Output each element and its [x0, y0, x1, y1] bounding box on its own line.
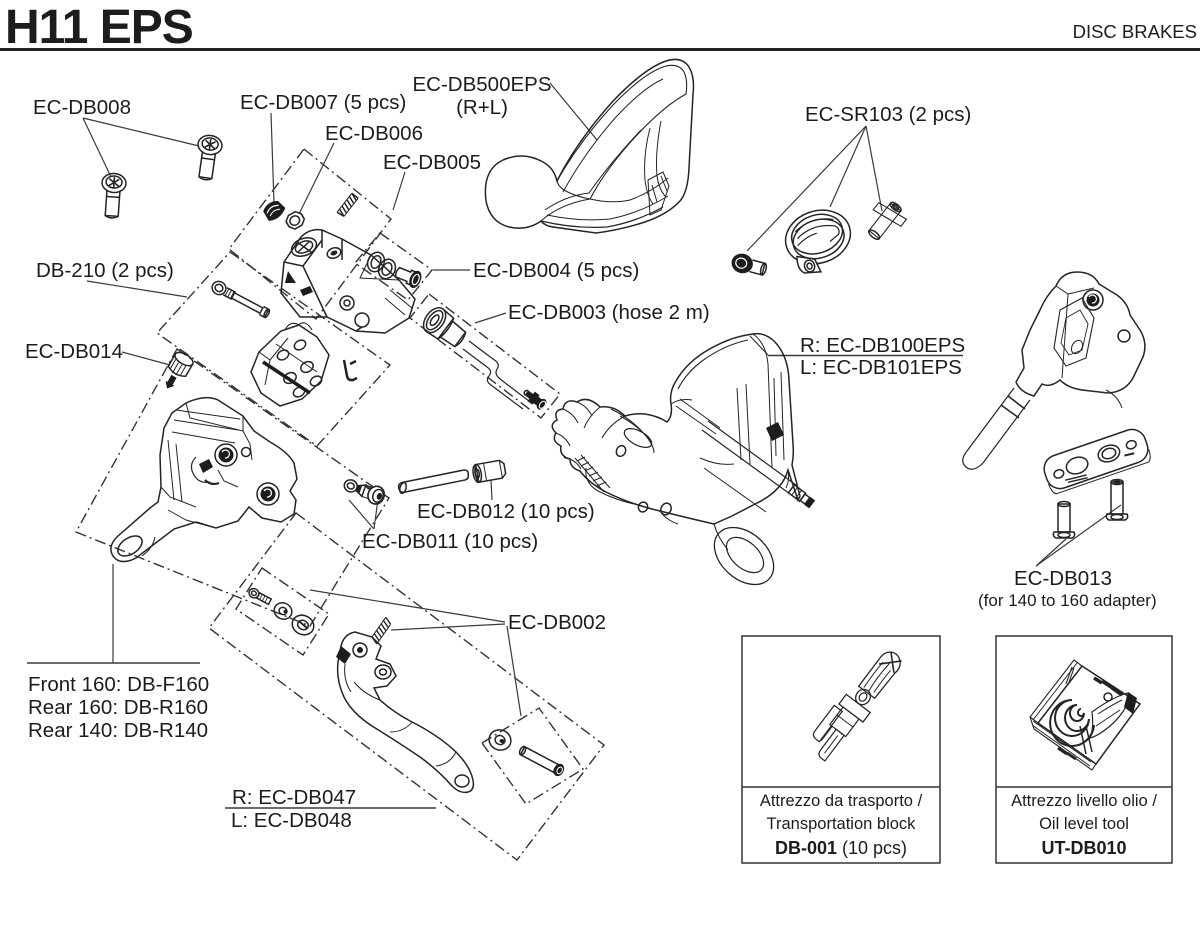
svg-text:Transportation block: Transportation block	[767, 815, 917, 833]
svg-text:Rear 160: DB-R160: Rear 160: DB-R160	[28, 696, 208, 719]
svg-text:(for 140 to 160 adapter): (for 140 to 160 adapter)	[978, 591, 1157, 610]
svg-text:EC-DB007 (5 pcs): EC-DB007 (5 pcs)	[240, 91, 406, 114]
svg-text:Rear 140: DB-R140: Rear 140: DB-R140	[28, 719, 208, 742]
svg-text:UT-DB010: UT-DB010	[1041, 838, 1126, 858]
svg-text:EC-DB500EPS: EC-DB500EPS	[412, 73, 551, 96]
svg-text:EC-DB004 (5 pcs): EC-DB004 (5 pcs)	[473, 259, 639, 282]
svg-text:EC-DB014: EC-DB014	[25, 340, 123, 363]
svg-text:EC-DB012 (10 pcs): EC-DB012 (10 pcs)	[417, 500, 595, 523]
svg-text:Oil level tool: Oil level tool	[1039, 815, 1129, 833]
svg-text:EC-DB003 (hose 2 m): EC-DB003 (hose 2 m)	[508, 301, 710, 324]
svg-text:EC-DB005: EC-DB005	[383, 151, 481, 174]
svg-text:EC-DB013: EC-DB013	[1014, 567, 1112, 590]
svg-text:R: EC-DB047: R: EC-DB047	[232, 786, 356, 809]
svg-text:EC-DB002: EC-DB002	[508, 611, 606, 634]
svg-text:Attrezzo livello olio /: Attrezzo livello olio /	[1011, 792, 1157, 810]
svg-text:EC-SR103 (2 pcs): EC-SR103 (2 pcs)	[805, 103, 971, 126]
svg-text:Attrezzo da trasporto /: Attrezzo da trasporto /	[760, 792, 923, 810]
svg-text:Front 160: DB-F160: Front 160: DB-F160	[28, 673, 209, 696]
svg-text:DB-210 (2 pcs): DB-210 (2 pcs)	[36, 259, 174, 282]
svg-text:EC-DB006: EC-DB006	[325, 122, 423, 145]
svg-text:(R+L): (R+L)	[456, 96, 508, 119]
svg-text:EC-DB008: EC-DB008	[33, 96, 131, 119]
svg-text:L: EC-DB048: L: EC-DB048	[231, 809, 352, 832]
svg-text:DISC BRAKES: DISC BRAKES	[1073, 21, 1197, 42]
svg-text:DB-001 (10 pcs): DB-001 (10 pcs)	[775, 838, 907, 858]
svg-text:H11 EPS: H11 EPS	[5, 1, 193, 54]
svg-text:EC-DB011 (10 pcs): EC-DB011 (10 pcs)	[362, 530, 538, 553]
svg-text:R: EC-DB100EPS: R: EC-DB100EPS	[800, 334, 965, 357]
svg-text:L: EC-DB101EPS: L: EC-DB101EPS	[800, 356, 962, 379]
